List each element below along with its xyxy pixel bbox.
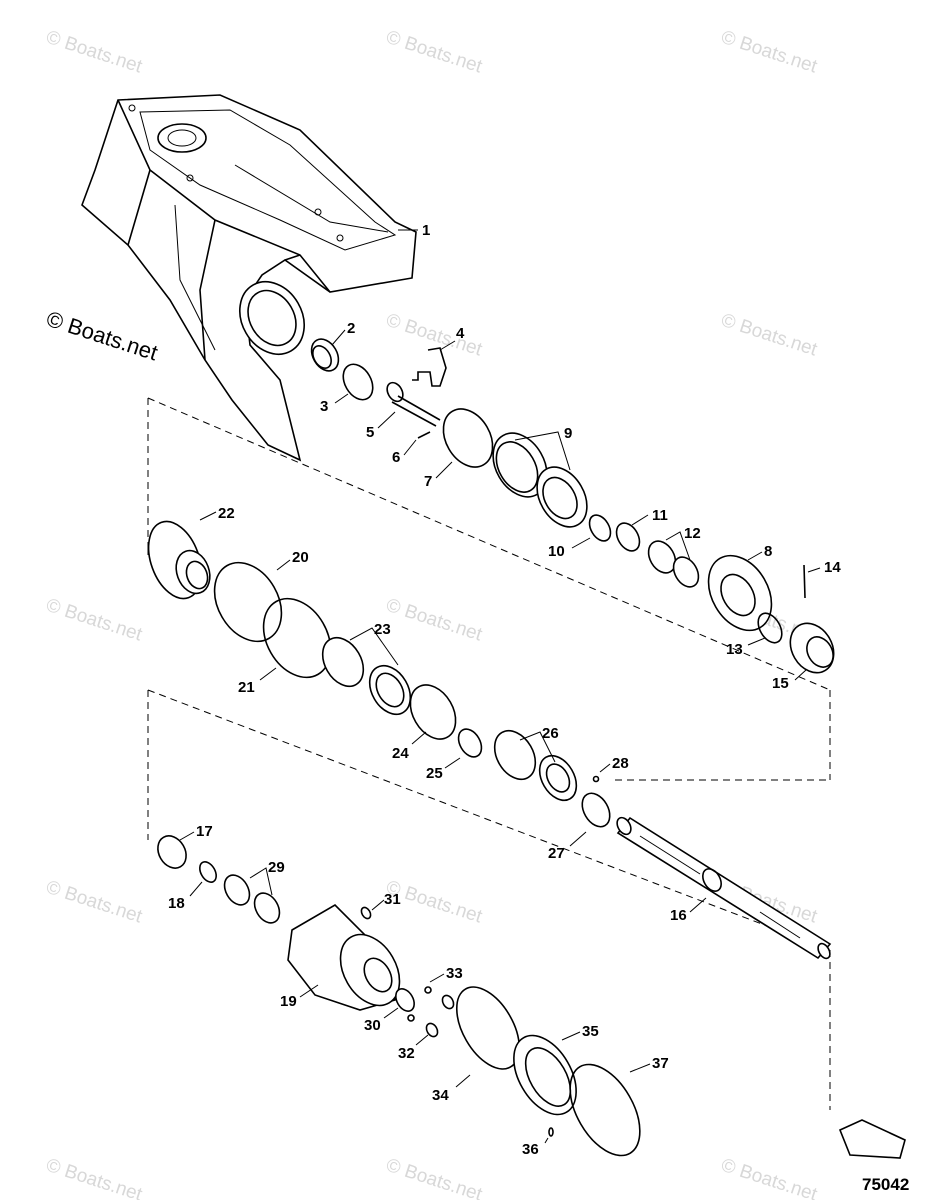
pin-part-31 xyxy=(360,906,372,920)
screw-part-32 xyxy=(407,1014,439,1038)
pin-part-6 xyxy=(417,431,431,439)
bearing-part-9 xyxy=(492,432,588,528)
callout-11: 11 xyxy=(652,507,668,524)
leader-lines xyxy=(179,229,821,1144)
callout-34: 34 xyxy=(432,1087,449,1104)
ring-part-18 xyxy=(199,861,217,883)
callout-37: 37 xyxy=(652,1055,669,1072)
gear-part-8 xyxy=(707,554,773,632)
gear-housing-part-19 xyxy=(287,903,401,1011)
callout-10: 10 xyxy=(548,543,565,560)
callout-6: 6 xyxy=(392,449,400,466)
watermark: © Boats.net xyxy=(43,595,145,646)
o-ring-part-21 xyxy=(262,597,332,679)
callout-25: 25 xyxy=(426,765,443,782)
alignment-lines xyxy=(147,397,831,1110)
callout-29: 29 xyxy=(268,859,285,876)
watermark: © Boats.net xyxy=(43,27,145,78)
callout-labels: 1 2 3 4 5 6 7 8 9 10 11 12 13 14 15 16 1… xyxy=(168,222,841,1158)
callout-17: 17 xyxy=(196,823,213,840)
callout-3: 3 xyxy=(320,398,328,415)
pin-part-14 xyxy=(803,564,806,599)
anode-part xyxy=(838,1119,906,1159)
callout-23: 23 xyxy=(374,621,391,638)
ring-part-24 xyxy=(409,684,457,740)
callout-18: 18 xyxy=(168,895,185,912)
watermark: © Boats.net xyxy=(383,27,485,78)
watermark: © Boats.net xyxy=(43,1155,145,1200)
bracket-part-4 xyxy=(412,347,447,387)
callout-4: 4 xyxy=(456,325,465,342)
bearing-part-26 xyxy=(493,729,578,802)
bushing-part-17 xyxy=(157,835,187,869)
callout-36: 36 xyxy=(522,1141,539,1158)
shaft-part-5 xyxy=(386,381,441,427)
brand-text: © Boats.net xyxy=(43,306,160,365)
callout-2: 2 xyxy=(347,320,355,337)
callout-20: 20 xyxy=(292,549,309,566)
o-ring-part-20 xyxy=(213,561,283,643)
washer-part-27 xyxy=(581,792,611,828)
callout-15: 15 xyxy=(772,675,789,692)
bearing-part-12 xyxy=(647,540,700,588)
screw-part-33 xyxy=(424,986,455,1010)
figure-number: 75042 xyxy=(862,1175,909,1194)
callout-5: 5 xyxy=(366,424,374,441)
ring-part-13 xyxy=(757,612,783,644)
callout-32: 32 xyxy=(398,1045,415,1062)
watermark: © Boats.net xyxy=(718,27,820,78)
callout-14: 14 xyxy=(824,559,841,576)
bushing-part-30 xyxy=(395,988,415,1012)
gasket-part-37 xyxy=(569,1063,641,1157)
propeller-shaft-part-16 xyxy=(616,816,832,960)
watermark: © Boats.net xyxy=(718,1155,820,1200)
callout-31: 31 xyxy=(384,891,401,908)
watermark: © Boats.net xyxy=(383,310,485,361)
clutch-part-15 xyxy=(789,622,835,674)
ring-part-11 xyxy=(615,522,641,552)
callout-19: 19 xyxy=(280,993,297,1010)
ring-part-25 xyxy=(457,728,483,758)
bearing-part-2 xyxy=(310,338,340,372)
pin-part-36 xyxy=(548,1127,554,1137)
retainer-part-22 xyxy=(147,520,211,600)
callout-8: 8 xyxy=(764,543,772,560)
callout-1: 1 xyxy=(422,222,430,239)
callout-26: 26 xyxy=(542,725,559,742)
retainer-ring-part-34 xyxy=(455,986,521,1070)
ring-part-10 xyxy=(588,514,612,542)
gear-part-35 xyxy=(513,1034,577,1116)
watermark: © Boats.net xyxy=(383,1155,485,1200)
watermark: © Boats.net xyxy=(718,310,820,361)
callout-13: 13 xyxy=(726,641,743,658)
o-ring-part-7 xyxy=(442,408,494,468)
callout-33: 33 xyxy=(446,965,463,982)
callout-12: 12 xyxy=(684,525,701,542)
callout-30: 30 xyxy=(364,1017,381,1034)
gear-housing-part xyxy=(81,94,417,462)
callout-21: 21 xyxy=(238,679,255,696)
callout-27: 27 xyxy=(548,845,565,862)
callout-7: 7 xyxy=(424,473,432,490)
callout-35: 35 xyxy=(582,1023,599,1040)
watermark: © Boats.net xyxy=(383,595,485,646)
callout-16: 16 xyxy=(670,907,687,924)
callout-24: 24 xyxy=(392,745,409,762)
callout-22: 22 xyxy=(218,505,235,522)
callout-9: 9 xyxy=(564,425,572,442)
bearing-part-23 xyxy=(321,636,412,716)
bearing-part-29 xyxy=(223,874,281,924)
watermark: © Boats.net xyxy=(43,877,145,928)
ball-part-28 xyxy=(592,775,600,783)
callout-28: 28 xyxy=(612,755,629,772)
retaining-ring-part-3 xyxy=(342,363,374,401)
